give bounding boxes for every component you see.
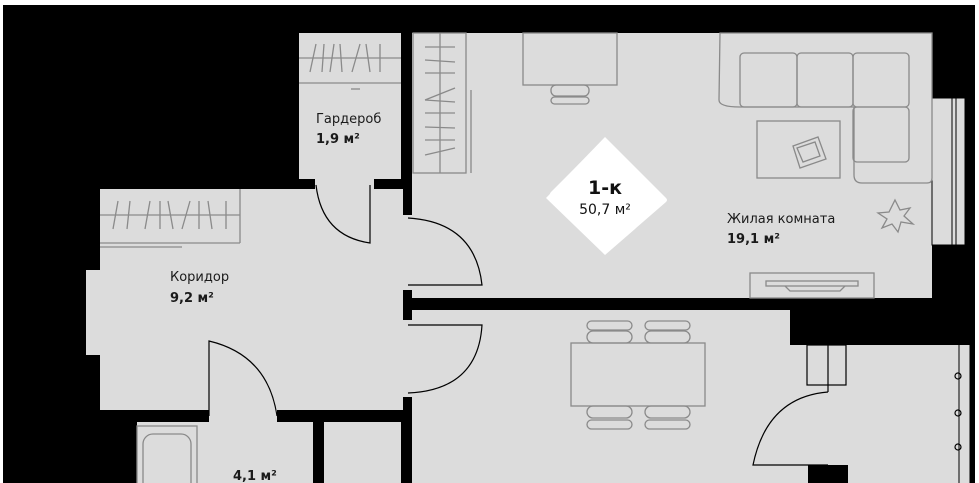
apartment-total-area: 50,7 м² [579,202,631,218]
apartment-type: 1-к [588,177,622,199]
wardrobe-shelves [299,43,401,90]
room-label-corridor: Коридор [170,270,229,285]
room-wardrobe[interactable] [299,33,401,179]
room-area-bathroom: 4,1 м² [233,469,277,483]
dining-table [570,320,706,430]
room-area-corridor: 9,2 м² [170,291,214,306]
room-kitchen[interactable] [412,310,970,483]
sofa [718,32,933,184]
door-wardrobe[interactable] [315,184,371,244]
living-shelves [412,32,472,174]
door-kitchen[interactable] [407,324,483,394]
room-area-wardrobe: 1,9 м² [316,132,360,147]
tv-stand [749,272,875,299]
door-bathroom[interactable] [208,340,278,417]
corridor-shelves [100,189,241,248]
room-label-living: Жилая комната [727,212,835,227]
door-living[interactable] [407,217,483,286]
room-corridor[interactable] [86,178,412,410]
window-kitchen [954,345,971,483]
plant-icon [876,198,916,234]
room-area-living: 19,1 м² [727,232,780,247]
door-balcony[interactable] [752,344,847,466]
room-label-wardrobe: Гардероб [316,112,381,127]
coffee-table [756,120,841,179]
desk [522,32,618,105]
room-wc[interactable] [324,422,401,483]
room-living[interactable] [412,33,932,298]
window [931,97,966,246]
room-bathroom[interactable] [137,422,313,483]
apartment-badge: 1-к 50,7 м² [546,137,667,255]
bathtub [136,425,198,483]
